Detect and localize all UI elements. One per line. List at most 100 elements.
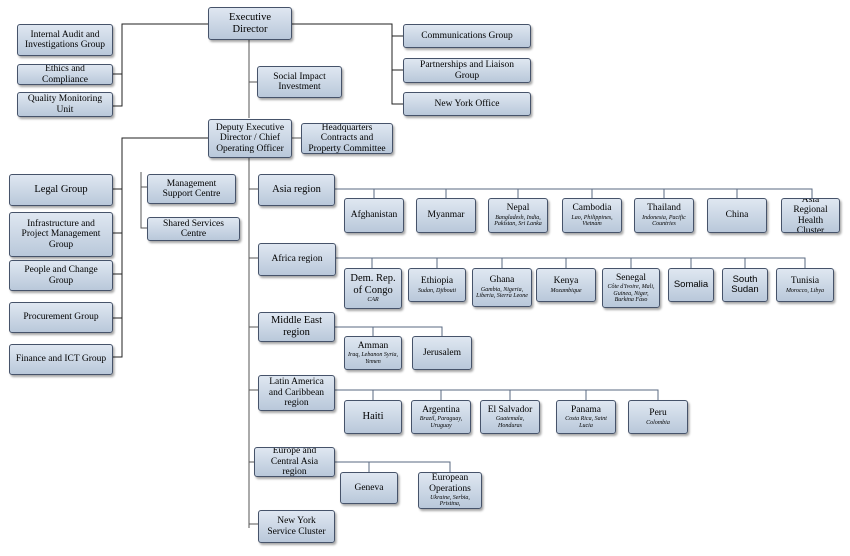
node-people: People and Change Group bbox=[9, 260, 113, 291]
node-sublabel: Sudan, Djibouti bbox=[417, 287, 456, 294]
node-shared: Shared Services Centre bbox=[147, 217, 240, 241]
node-label: China bbox=[725, 210, 749, 221]
node-finance: Finance and ICT Group bbox=[9, 344, 113, 375]
node-sublabel: CAR bbox=[367, 297, 379, 304]
node-sublabel: Bangladesh, India, Pakistan, Sri Lanka bbox=[494, 214, 542, 228]
node-label: Tunisia bbox=[790, 276, 820, 287]
node-label: Jerusalem bbox=[423, 347, 461, 358]
node-sublabel: Colombia bbox=[646, 419, 670, 426]
node-sublabel: Mozambique bbox=[550, 287, 582, 294]
node-label: Africa region bbox=[271, 254, 323, 265]
node-label: Ethics and Compliance bbox=[42, 64, 88, 85]
node-label: Argentina bbox=[422, 404, 460, 415]
node-sublabel: Côte d'Ivoire, Mali, Guinea, Niger, Burk… bbox=[607, 284, 655, 303]
node-comms: Communications Group bbox=[403, 24, 531, 48]
node-sublabel: Costa Rica, Saint Lucia bbox=[565, 416, 607, 429]
node-asiahealth: Asia Regional Health Cluster bbox=[781, 198, 840, 233]
node-sublabel: Ukraine, Serbia, Pristina, bbox=[430, 495, 470, 508]
node-mgmtsupport: Management Support Centre bbox=[147, 174, 236, 204]
node-label: Partnerships and Liaison Group bbox=[420, 60, 514, 81]
node-label: Geneva bbox=[354, 482, 384, 493]
node-label: Asia Regional Health Cluster bbox=[793, 198, 828, 233]
node-quality: Quality Monitoring Unit bbox=[17, 92, 113, 117]
node-geneva: Geneva bbox=[340, 472, 398, 504]
node-sublabel: Guatemala, Honduras bbox=[495, 416, 525, 429]
node-myanmar: Myanmar bbox=[416, 198, 476, 233]
node-asia: Asia region bbox=[258, 174, 335, 206]
node-partner: Partnerships and Liaison Group bbox=[403, 58, 531, 83]
node-label: Quality Monitoring Unit bbox=[27, 94, 103, 115]
node-label: Latin America and Caribbean region bbox=[268, 377, 325, 409]
node-deputy: Deputy Executive Director / Chief Operat… bbox=[208, 119, 292, 158]
node-exec: Executive Director bbox=[208, 7, 292, 40]
node-label: Executive Director bbox=[229, 11, 271, 35]
node-somalia: Somalia bbox=[668, 268, 714, 302]
node-label: People and Change Group bbox=[24, 265, 98, 286]
node-label: Europe and Central Asia region bbox=[270, 447, 319, 477]
node-procure: Procurement Group bbox=[9, 302, 113, 333]
node-latam: Latin America and Caribbean region bbox=[258, 375, 335, 411]
node-label: New York Office bbox=[434, 98, 500, 109]
node-label: Middle East region bbox=[270, 315, 323, 338]
node-label: Panama bbox=[570, 404, 602, 415]
node-mideast: Middle East region bbox=[258, 312, 335, 342]
node-label: Nepal bbox=[506, 203, 530, 214]
node-label: Deputy Executive Director / Chief Operat… bbox=[215, 122, 285, 154]
node-africa: Africa region bbox=[258, 243, 336, 276]
node-label: Shared Services Centre bbox=[163, 218, 224, 239]
node-label: New York Service Cluster bbox=[267, 516, 326, 537]
node-afghanistan: Afghanistan bbox=[344, 198, 404, 233]
node-social: Social Impact Investment bbox=[257, 66, 342, 98]
node-label: Senegal bbox=[615, 272, 647, 283]
node-label: Somalia bbox=[673, 278, 709, 290]
node-label: Management Support Centre bbox=[162, 178, 221, 199]
node-label: Cambodia bbox=[572, 203, 612, 214]
node-label: Afghanistan bbox=[350, 210, 398, 221]
node-infra: Infrastructure and Project Management Gr… bbox=[9, 212, 113, 257]
node-hqcontracts: Headquarters Contracts and Property Comm… bbox=[301, 123, 393, 154]
node-southsudan: South Sudan bbox=[722, 268, 768, 302]
node-nyservice: New York Service Cluster bbox=[258, 510, 335, 543]
node-label: Amman bbox=[357, 340, 389, 351]
node-label: Myanmar bbox=[427, 210, 465, 221]
node-label: Thailand bbox=[647, 203, 681, 214]
node-europe: Europe and Central Asia region bbox=[254, 447, 335, 477]
node-label: Peru bbox=[649, 408, 667, 419]
node-label: Ethiopia bbox=[420, 276, 454, 287]
node-sublabel: Gambia, Nigeria, Liberia, Sierra Leone bbox=[476, 286, 528, 300]
node-label: Kenya bbox=[553, 276, 579, 287]
node-sublabel: Indonesia, Pacific Countries bbox=[642, 214, 686, 228]
node-label: Ghana bbox=[489, 275, 515, 286]
node-label: Legal Group bbox=[34, 184, 88, 196]
node-nyoffice: New York Office bbox=[403, 92, 531, 116]
node-label: Dem. Rep. of Congo bbox=[350, 273, 396, 296]
node-sublabel: Brazil, Paraguay, Uruguay bbox=[419, 416, 463, 429]
node-label: Finance and ICT Group bbox=[15, 354, 107, 365]
node-label: Procurement Group bbox=[23, 312, 99, 323]
node-label: Haiti bbox=[362, 411, 384, 423]
node-sublabel: Morocco, Libya bbox=[785, 287, 825, 294]
node-label: Infrastructure and Project Management Gr… bbox=[21, 218, 101, 250]
node-label: Social Impact Investment bbox=[273, 71, 326, 92]
node-label: European Operations bbox=[429, 473, 471, 494]
node-sublabel: Lao, Philippines, Vietnam bbox=[571, 214, 613, 228]
node-haiti: Haiti bbox=[344, 400, 402, 434]
node-legal: Legal Group bbox=[9, 174, 113, 206]
node-label: Internal Audit and Investigations Group bbox=[25, 29, 105, 50]
node-label: South Sudan bbox=[731, 273, 759, 295]
